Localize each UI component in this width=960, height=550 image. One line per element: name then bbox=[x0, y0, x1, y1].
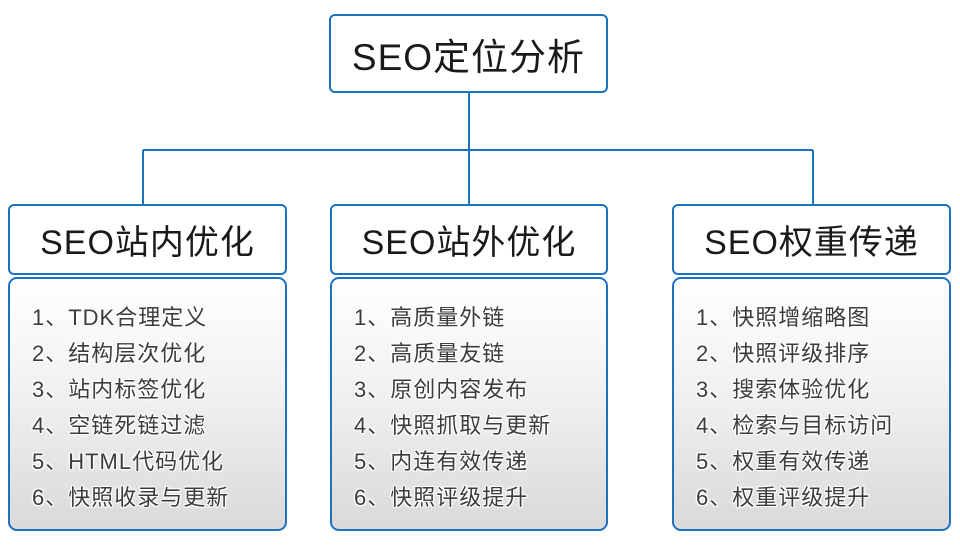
column-offsite-list: 1、高质量外链 2、高质量友链 3、原创内容发布 4、快照抓取与更新 5、内连有… bbox=[330, 277, 608, 531]
list-item: 5、HTML代码优化 bbox=[32, 449, 225, 474]
list-item: 3、站内标签优化 bbox=[32, 377, 207, 402]
list-item: 3、原创内容发布 bbox=[354, 377, 529, 402]
column-weight-list: 1、快照增缩略图 2、快照评级排序 3、搜索体验优化 4、检索与目标访问 5、权… bbox=[672, 277, 951, 531]
list-item: 4、空链死链过滤 bbox=[32, 413, 207, 438]
column-onsite-header: SEO站内优化 bbox=[8, 204, 287, 275]
list-item: 2、结构层次优化 bbox=[32, 341, 207, 366]
list-item: 6、权重评级提升 bbox=[696, 485, 871, 510]
list-item: 5、权重有效传递 bbox=[696, 449, 871, 474]
list-item: 2、高质量友链 bbox=[354, 341, 506, 366]
root-node-title: SEO定位分析 bbox=[351, 36, 586, 78]
column-onsite-title: SEO站内优化 bbox=[40, 224, 255, 262]
list-item: 1、TDK合理定义 bbox=[32, 305, 208, 330]
list-item: 4、检索与目标访问 bbox=[696, 413, 894, 438]
tree-connector-path bbox=[142, 93, 814, 204]
list-item: 6、快照收录与更新 bbox=[32, 485, 230, 510]
column-weight-header: SEO权重传递 bbox=[672, 204, 951, 275]
root-node: SEO定位分析 bbox=[329, 14, 608, 93]
list-item: 1、快照增缩略图 bbox=[696, 305, 871, 330]
column-offsite-header: SEO站外优化 bbox=[330, 204, 608, 275]
column-weight-title: SEO权重传递 bbox=[704, 224, 919, 262]
list-item: 4、快照抓取与更新 bbox=[354, 413, 552, 438]
list-item: 2、快照评级排序 bbox=[696, 341, 871, 366]
column-offsite-title: SEO站外优化 bbox=[361, 224, 577, 262]
list-item: 5、内连有效传递 bbox=[354, 449, 529, 474]
list-item: 6、快照评级提升 bbox=[354, 485, 529, 510]
column-onsite-list: 1、TDK合理定义 2、结构层次优化 3、站内标签优化 4、空链死链过滤 5、H… bbox=[8, 277, 287, 531]
list-item: 1、高质量外链 bbox=[354, 305, 506, 330]
list-item: 3、搜索体验优化 bbox=[696, 377, 871, 402]
